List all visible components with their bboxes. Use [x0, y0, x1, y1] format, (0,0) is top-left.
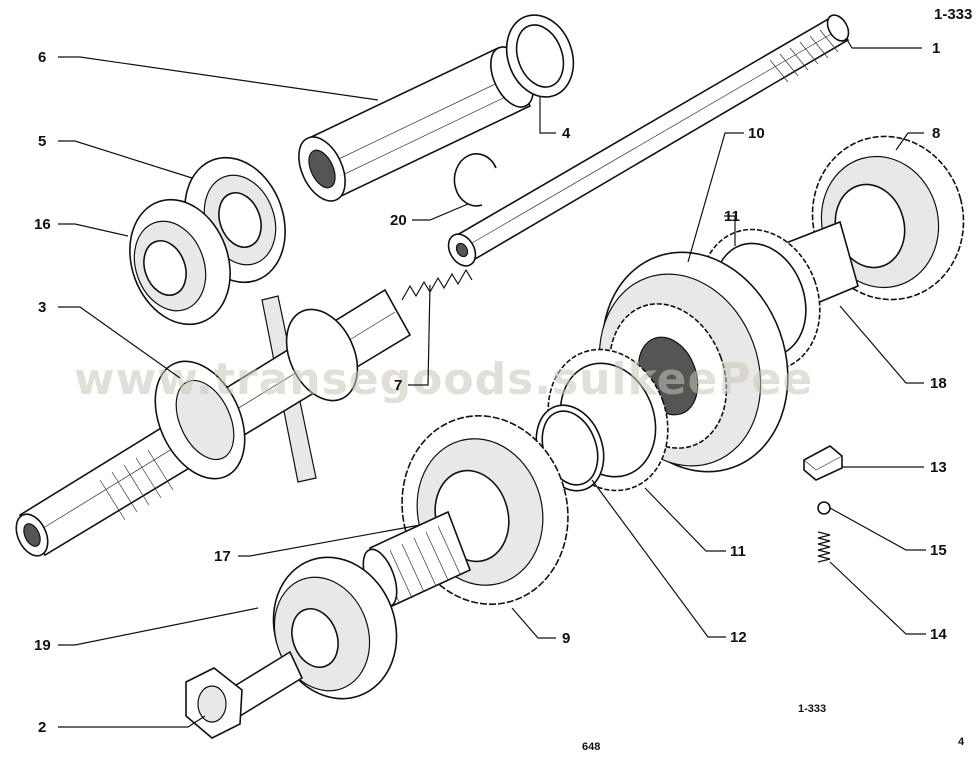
- callout-11-lower: 11: [730, 543, 746, 560]
- bearing-16: [129, 198, 231, 326]
- callout-5: 5: [38, 133, 46, 150]
- callout-8: 8: [932, 125, 940, 142]
- callout-9: 9: [562, 630, 570, 647]
- circlip: [453, 153, 497, 207]
- callout-20: 20: [390, 212, 407, 229]
- callout-11-upper: 11: [724, 208, 740, 225]
- callout-1: 1: [932, 40, 940, 57]
- callout-3: 3: [38, 299, 46, 316]
- spring-7: [401, 268, 473, 301]
- page-number: 648: [582, 741, 600, 753]
- callout-labels: 1 2 3 4 5 6 7 8 9 10 11 11 12 13 14 15 1…: [34, 40, 947, 736]
- callout-13: 13: [930, 459, 947, 476]
- callout-16: 16: [34, 216, 51, 233]
- callout-18: 18: [930, 375, 947, 392]
- callout-17: 17: [214, 548, 231, 565]
- leader-lines: [58, 37, 926, 728]
- detent-spring: [817, 531, 831, 563]
- seal-ring: [505, 14, 575, 98]
- figure-code-bottom: 1-333: [798, 703, 826, 715]
- callout-19: 19: [34, 637, 51, 654]
- main-shaft: [447, 14, 850, 267]
- callout-6: 6: [38, 49, 46, 66]
- detent-ball: [817, 501, 831, 515]
- figure-code-top: 1-333: [934, 6, 972, 23]
- callout-10: 10: [748, 125, 765, 142]
- callout-4: 4: [562, 125, 571, 142]
- bearing-19: [272, 556, 398, 700]
- callout-12: 12: [730, 629, 747, 646]
- sleeve-shaft: [298, 46, 534, 202]
- callout-15: 15: [930, 542, 947, 559]
- input-shaft: [15, 288, 412, 557]
- nut-and-bolt: [185, 650, 304, 739]
- key-block: [803, 445, 843, 481]
- callout-7: 7: [394, 377, 402, 394]
- watermark: www.transegoods.sulkeePee: [74, 354, 813, 405]
- callout-2: 2: [38, 719, 46, 736]
- side-mark: 4: [958, 736, 965, 748]
- callout-14: 14: [930, 626, 947, 643]
